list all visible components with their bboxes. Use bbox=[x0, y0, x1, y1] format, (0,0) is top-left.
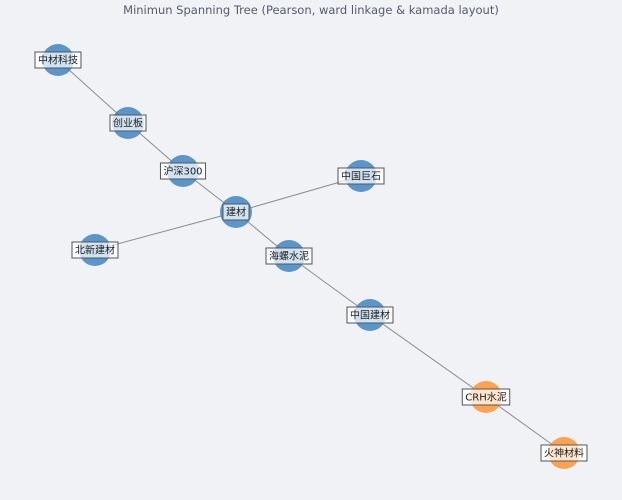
edge bbox=[288, 255, 371, 316]
node-label: 北新建材 bbox=[75, 244, 115, 257]
node-label: 火神材料 bbox=[544, 447, 584, 460]
node-label-box bbox=[346, 306, 394, 324]
node-label-box bbox=[34, 51, 82, 69]
edge bbox=[485, 396, 565, 454]
node: 海螺水泥 bbox=[265, 240, 313, 272]
chart-title: Minimun Spanning Tree (Pearson, ward lin… bbox=[123, 3, 499, 17]
node: 北新建材 bbox=[71, 234, 119, 266]
node-label: 中材科技 bbox=[38, 54, 78, 67]
node-label-box bbox=[540, 444, 588, 462]
node-label-box bbox=[222, 203, 250, 221]
node: CRH水泥 bbox=[461, 381, 511, 413]
node: 建材 bbox=[220, 196, 252, 228]
node-label: 海螺水泥 bbox=[269, 250, 309, 263]
node: 火神材料 bbox=[540, 437, 588, 469]
node-label: 创业板 bbox=[113, 117, 143, 130]
node: 沪深300 bbox=[159, 155, 207, 187]
node-label-box bbox=[461, 388, 511, 406]
node-label-box bbox=[71, 241, 119, 259]
node: 创业板 bbox=[109, 107, 147, 139]
node: 中国建材 bbox=[346, 299, 394, 331]
node-label: 建材 bbox=[226, 206, 246, 219]
edge bbox=[369, 314, 487, 398]
node-label-box bbox=[265, 247, 313, 265]
node-label: 中国巨石 bbox=[341, 170, 381, 183]
node-label-box bbox=[159, 162, 207, 180]
node-label-box bbox=[337, 167, 385, 185]
node: 中材科技 bbox=[34, 44, 82, 76]
node-label: 中国建材 bbox=[350, 309, 390, 322]
node-label-box bbox=[109, 114, 147, 132]
node-label: CRH水泥 bbox=[465, 391, 506, 404]
node: 中国巨石 bbox=[337, 160, 385, 192]
node-label: 沪深300 bbox=[163, 165, 202, 178]
